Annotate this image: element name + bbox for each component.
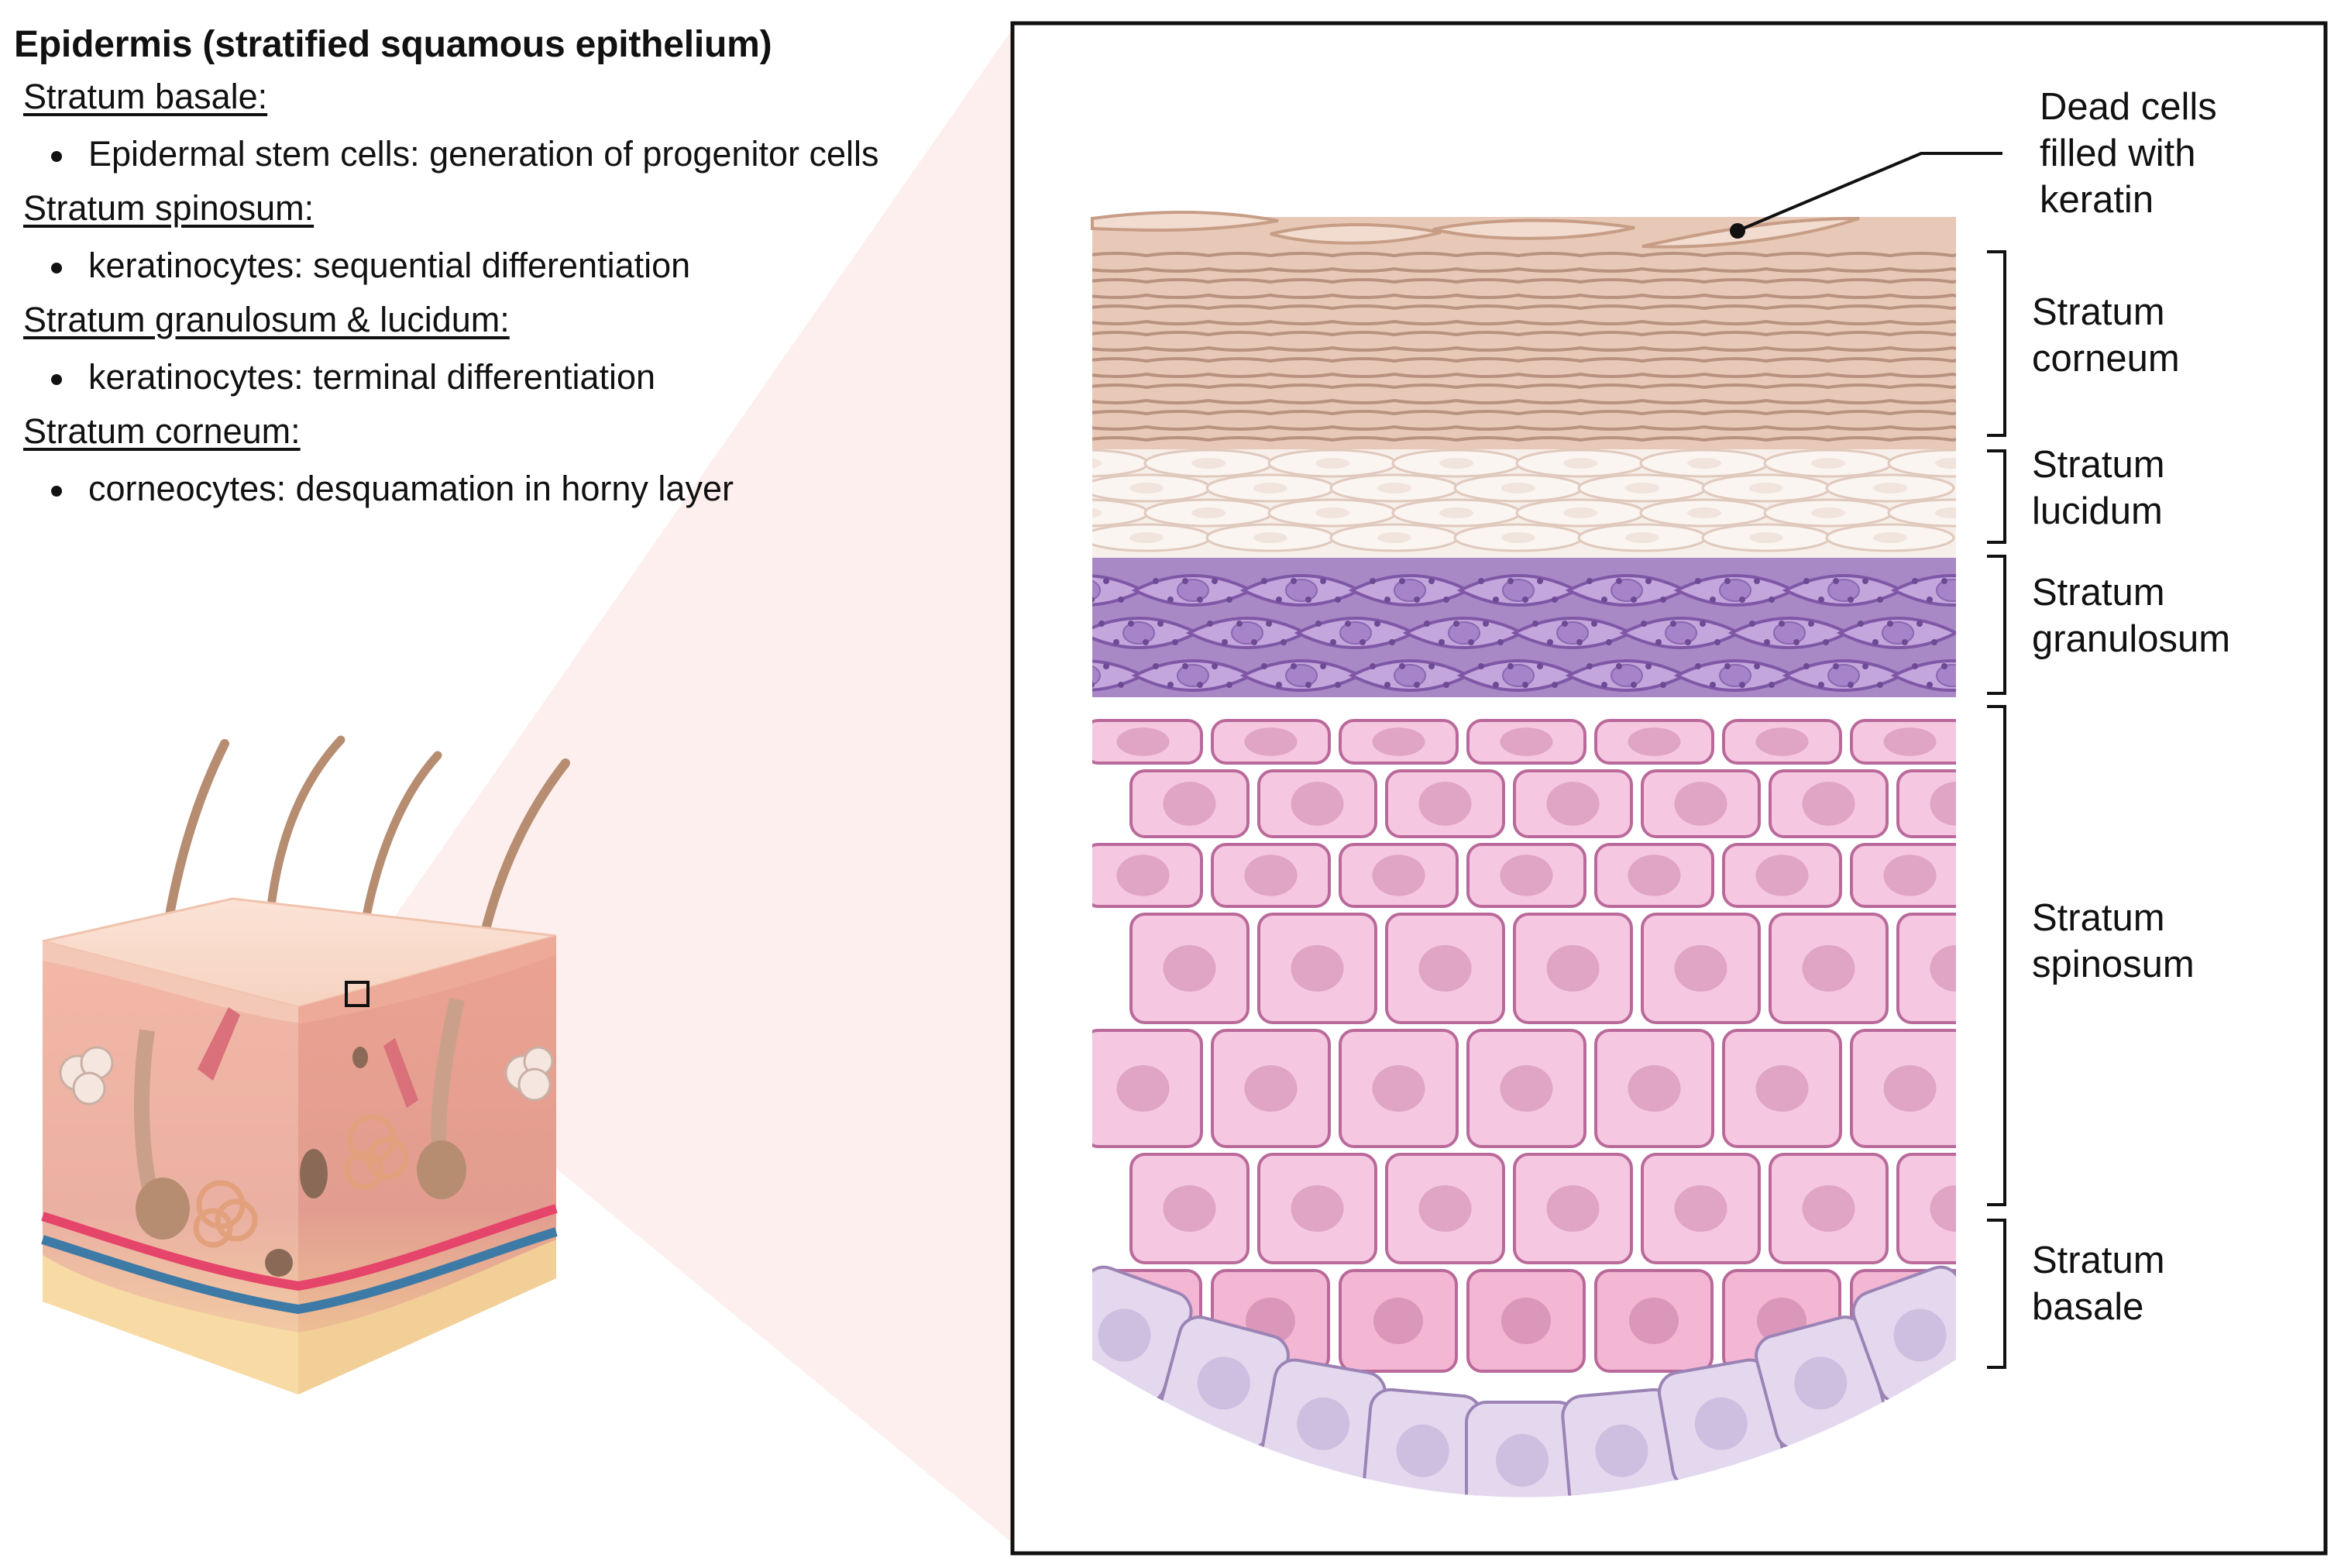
bullet-list: keratinocytes: terminal differentiation [14, 357, 990, 397]
bullet-item: keratinocytes: sequential differentiatio… [14, 246, 990, 286]
stratum-granulosum-label: Stratum granulosum [2032, 572, 2231, 660]
section-stratum-spinosum: Stratum spinosum: keratinocytes: sequent… [14, 188, 990, 286]
bullet-text: corneocytes: desquamation in horny layer [88, 469, 734, 508]
bullet-item: Epidermal stem cells: generation of prog… [14, 134, 990, 174]
bracket-corneum [1987, 250, 2006, 437]
bullet-list: keratinocytes: sequential differentiatio… [14, 246, 990, 286]
section-heading: Stratum granulosum & lucidum: [23, 300, 510, 339]
bullet-text: Epidermal stem cells: generation of prog… [88, 134, 879, 174]
section-stratum-corneum: Stratum corneum: corneocytes: desquamati… [14, 411, 990, 509]
section-stratum-granulosum-lucidum: Stratum granulosum & lucidum: keratinocy… [14, 300, 990, 397]
zoom-indicator-icon [345, 981, 370, 1007]
section-stratum-basale: Stratum basale: Epidermal stem cells: ge… [14, 77, 990, 174]
skin-cross-section-icon [41, 735, 570, 1394]
bullet-list: corneocytes: desquamation in horny layer [14, 469, 990, 509]
section-heading: Stratum corneum: [23, 411, 301, 451]
bracket-basale [1987, 1219, 2006, 1369]
bullet-text: keratinocytes: sequential differentiatio… [88, 246, 691, 285]
bullet-icon [51, 486, 62, 497]
stratum-corneum-label: Stratum corneum [2032, 291, 2180, 380]
bullet-item: keratinocytes: terminal differentiation [14, 357, 990, 397]
stratum-basale-label: Stratum basale [2032, 1240, 2165, 1328]
stratum-granulosum-layer [1092, 558, 1956, 697]
bullet-icon [51, 374, 62, 385]
diagram-title: Epidermis (stratified squamous epitheliu… [14, 24, 772, 65]
section-heading: Stratum basale: [23, 77, 268, 116]
bullet-item: corneocytes: desquamation in horny layer [14, 469, 990, 509]
section-heading: Stratum spinosum: [23, 188, 315, 228]
legend-text-panel: Epidermis (stratified squamous epitheliu… [14, 23, 990, 523]
bullet-list: Epidermal stem cells: generation of prog… [14, 134, 990, 174]
stratum-corneum-layer [1092, 217, 1956, 449]
stratum-lucidum-layer [1092, 449, 1956, 558]
callout-pointer [1730, 152, 2002, 239]
bracket-lucidum [1987, 449, 2006, 544]
stratum-basale-layer [1092, 1265, 1956, 1498]
bracket-spinosum [1987, 705, 2006, 1206]
dead-cells-surface [1091, 211, 1860, 249]
layer-brackets [1987, 250, 2006, 1369]
bullet-icon [51, 151, 62, 162]
dead-cells-label: Dead cells filled with keratin [2040, 86, 2217, 221]
bullet-icon [51, 263, 62, 273]
epidermis-section [1092, 217, 1956, 1498]
bracket-granulosum [1987, 555, 2006, 695]
stratum-lucidum-label: Stratum lucidum [2032, 444, 2165, 532]
bullet-text: keratinocytes: terminal differentiation [88, 357, 656, 397]
stratum-spinosum-label: Stratum spinosum [2032, 897, 2195, 985]
zoom-cone [364, 31, 1011, 1542]
